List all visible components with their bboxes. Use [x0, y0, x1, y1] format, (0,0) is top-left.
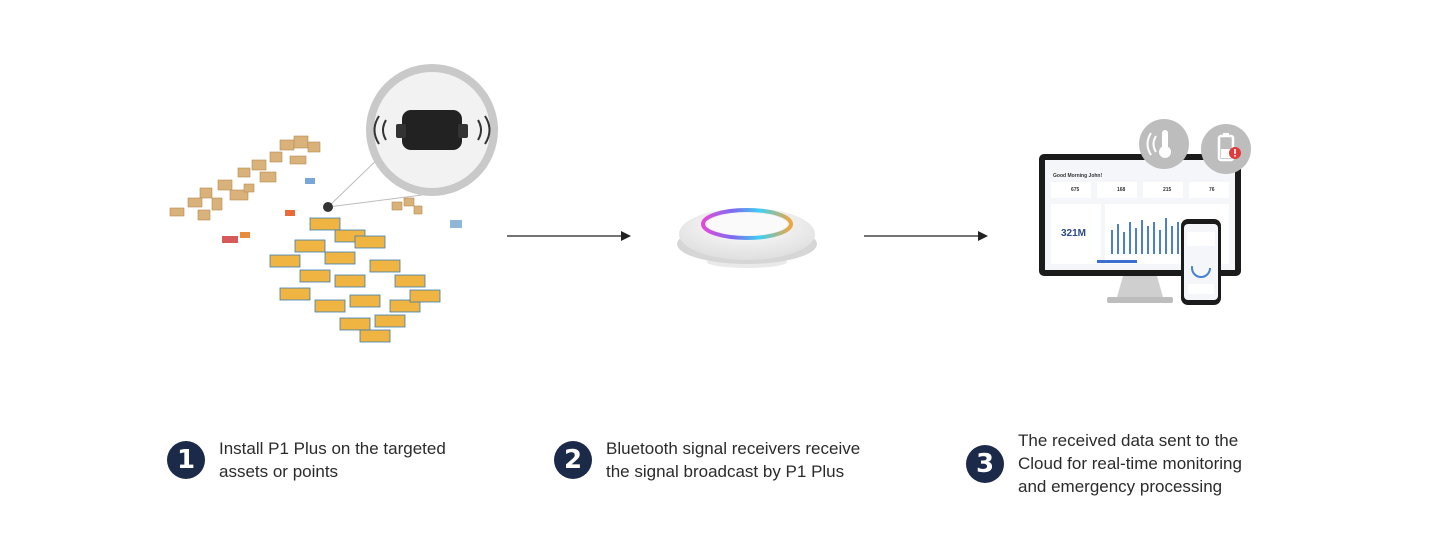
dashboard-stat: 168 [1117, 187, 1126, 193]
step-text-line: The received data sent to the [1018, 431, 1239, 450]
warehouse-illustration [169, 64, 498, 343]
bluetooth-receiver-device [677, 208, 817, 268]
dashboard-stat: 215 [1163, 187, 1172, 193]
step-text-line: and emergency processing [1018, 477, 1223, 496]
step-3: 3 The received data sent to the Cloud fo… [966, 429, 1242, 498]
battery-alert-icon [1201, 124, 1251, 174]
arrow-right-icon [864, 231, 988, 241]
step-text-line: assets or points [219, 462, 339, 481]
device-zoom-bubble [366, 64, 498, 196]
arrow-right-icon [507, 231, 631, 241]
cardboard-boxes [169, 135, 321, 221]
step-number-badge: 2 [554, 441, 592, 479]
step-text-line: Install P1 Plus on the targeted [219, 439, 446, 458]
step-2: 2 Bluetooth signal receivers receive the… [554, 437, 860, 483]
step-description: Install P1 Plus on the targeted assets o… [219, 437, 446, 483]
dashboard-stat: 76 [1209, 187, 1215, 193]
step-number-badge: 3 [966, 444, 1004, 483]
step-description: The received data sent to the Cloud for … [1018, 429, 1242, 498]
dashboard-greeting: Good Morning John! [1053, 173, 1103, 179]
temperature-sensor-icon [1139, 119, 1189, 169]
step-number-badge: 1 [167, 441, 205, 479]
step-text-line: Bluetooth signal receivers receive [606, 439, 861, 458]
cloud-dashboard-illustration: Good Morning John! 675 168 215 76 321M [1035, 118, 1260, 313]
dashboard-stat: 675 [1071, 187, 1080, 193]
step-description: Bluetooth signal receivers receive the s… [606, 437, 860, 483]
dashboard-big-value: 321M [1061, 228, 1087, 239]
step-text-line: the signal broadcast by P1 Plus [606, 462, 845, 481]
step-text-line: Cloud for real-time monitoring [1018, 454, 1242, 473]
smartphone [1181, 219, 1221, 305]
shelving-racks [269, 217, 441, 343]
step-1: 1 Install P1 Plus on the targeted assets… [167, 437, 446, 483]
